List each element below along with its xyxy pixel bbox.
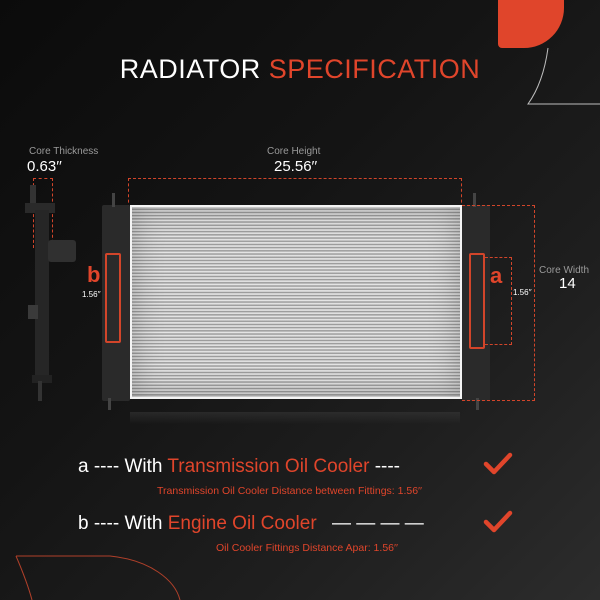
core-thickness-label: Core Thickness	[29, 146, 99, 157]
right-bottom-pin	[476, 398, 479, 410]
callout-a-bracket	[485, 257, 512, 345]
callout-a-box	[469, 253, 485, 349]
title-part-white: RADIATOR	[119, 54, 261, 84]
callout-b-letter: b	[87, 262, 101, 287]
feature-a-dashes: ----	[93, 456, 120, 477]
feature-a-trail: ----	[374, 456, 400, 477]
check-icon	[483, 452, 513, 475]
feature-b-detail: Oil Cooler Fittings Distance Apar: 1.56′…	[216, 542, 398, 554]
feature-a-row: a ---- With Transmission Oil Cooler ----	[78, 456, 400, 478]
right-tank	[462, 205, 490, 401]
core-width-value: 14	[559, 275, 576, 292]
radiator-side-view	[25, 185, 76, 401]
feature-b-letter: b	[78, 513, 89, 534]
core-height-value: 25.56′′	[274, 158, 318, 175]
feature-a-name: Transmission Oil Cooler	[167, 456, 370, 477]
page-title: RADIATOR SPECIFICATION	[0, 54, 600, 85]
core-width-bracket	[462, 205, 535, 401]
title-part-red: SPECIFICATION	[268, 54, 481, 84]
callout-b-box	[105, 253, 121, 343]
feature-a-letter: a	[78, 456, 89, 477]
core-thickness-value: 0.63′′	[27, 158, 62, 175]
callout-a-distance: 1.56′′	[513, 288, 532, 297]
core-height-bracket	[128, 178, 462, 208]
radiator-core	[130, 205, 462, 399]
core-height-label: Core Height	[267, 146, 321, 157]
feature-b-row: b ---- With Engine Oil Cooler — — — —	[78, 513, 424, 535]
feature-b-trail: — — — —	[331, 513, 424, 534]
feature-a-detail: Transmission Oil Cooler Distance between…	[157, 485, 422, 497]
feature-b-dashes: ----	[93, 513, 120, 534]
right-mount-pin	[473, 193, 476, 207]
left-mount-pin	[112, 193, 115, 207]
feature-b-prefix: With	[124, 513, 163, 534]
check-icon	[483, 510, 513, 533]
callout-a-letter: a	[490, 263, 503, 288]
radiator-reflection	[130, 412, 460, 424]
core-width-label: Core Width	[539, 265, 590, 276]
left-bottom-pin	[108, 398, 111, 410]
feature-a-prefix: With	[124, 456, 163, 477]
feature-b-name: Engine Oil Cooler	[167, 513, 317, 534]
callout-b-distance: 1.56′′	[82, 290, 101, 299]
